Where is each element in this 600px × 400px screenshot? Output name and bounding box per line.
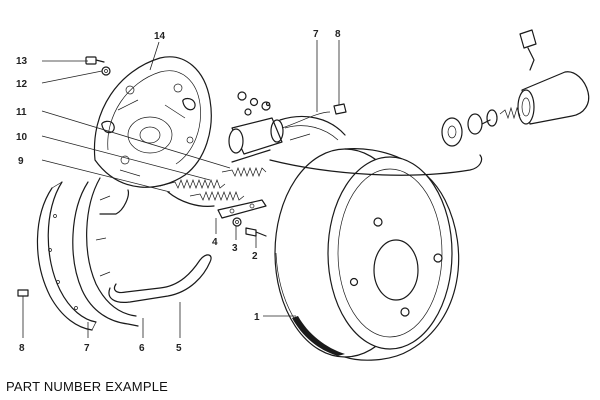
callout-9: 9 [18, 156, 24, 167]
return-springs [159, 149, 271, 207]
upper-brake-shoe [279, 115, 346, 141]
callout-6: 6 [139, 343, 145, 354]
callout-2: 2 [252, 251, 258, 262]
callout-5: 5 [176, 343, 182, 354]
brake-drum [274, 148, 460, 361]
washer-3 [232, 217, 242, 227]
brake-shoe-right [72, 177, 139, 327]
caption: PART NUMBER EXAMPLE [6, 379, 169, 394]
wheel-cylinder-mounted [228, 111, 331, 155]
brake-shoe-left [36, 181, 97, 331]
callout-14: 14 [154, 31, 166, 42]
callout-3: 3 [232, 243, 238, 254]
callout-7-bottom: 7 [84, 343, 90, 354]
callout-1: 1 [254, 312, 260, 323]
small-bolt-8 [17, 289, 29, 297]
adjuster-strut [217, 199, 267, 219]
wheel-cylinder-exploded [441, 29, 590, 147]
small-fasteners [237, 91, 271, 116]
bolt-and-nut [85, 56, 111, 76]
callout-11: 11 [16, 107, 27, 118]
callout-13: 13 [16, 56, 28, 67]
callout-4: 4 [212, 237, 218, 248]
bolt-2 [245, 227, 267, 237]
leader-lines [22, 40, 340, 338]
small-clip-8 [333, 103, 347, 115]
wire-spring [108, 254, 212, 303]
callout-labels: 14 13 12 11 10 9 7 8 4 3 2 1 8 7 6 5 [16, 29, 341, 354]
callout-8-bottom: 8 [19, 343, 25, 354]
backing-plate [93, 56, 212, 188]
brake-line [269, 154, 483, 176]
callout-12: 12 [16, 79, 28, 90]
callout-8-top: 8 [335, 29, 341, 40]
callout-7-top: 7 [313, 29, 319, 40]
callout-10: 10 [16, 132, 28, 143]
